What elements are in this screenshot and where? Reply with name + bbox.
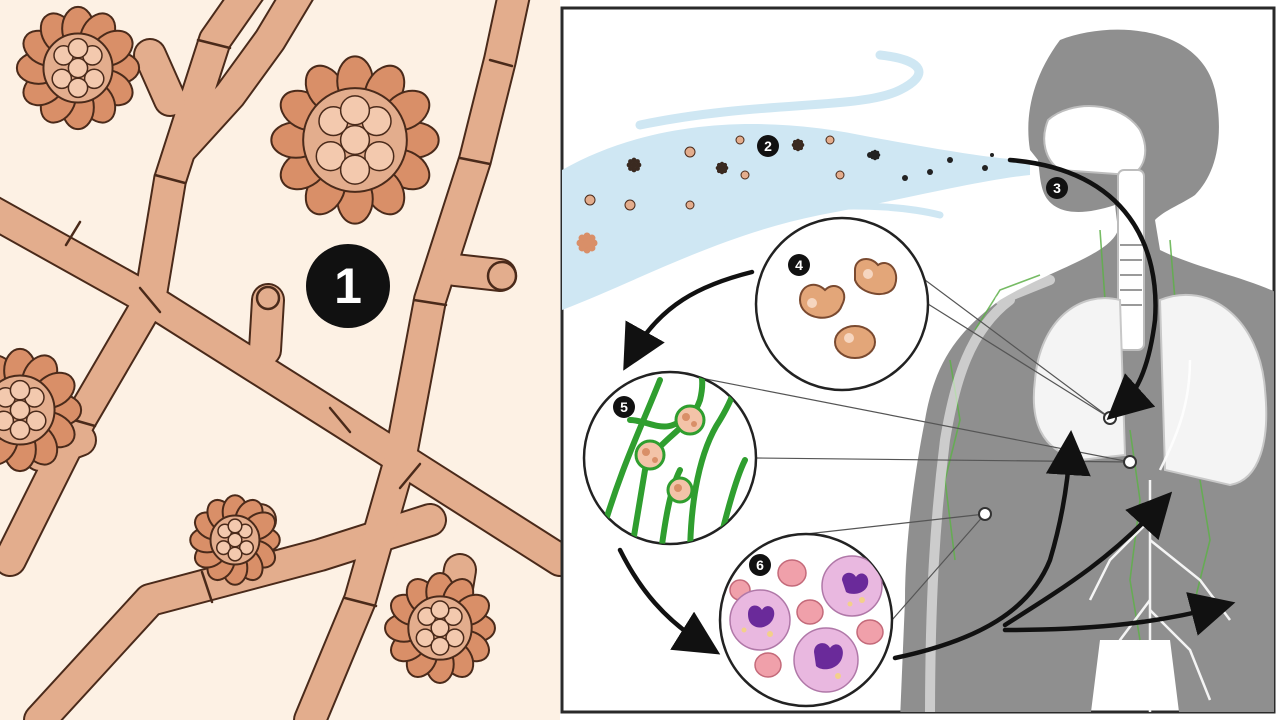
spore bbox=[740, 170, 750, 180]
spore bbox=[982, 165, 988, 171]
step-5-label: 5 bbox=[620, 399, 628, 415]
air-stream bbox=[562, 50, 1030, 310]
spore-cluster bbox=[715, 161, 729, 175]
spore bbox=[825, 135, 835, 145]
spread-arrow-trunk bbox=[1002, 491, 1173, 628]
step-3-marker: 3 bbox=[1046, 177, 1068, 199]
spore bbox=[624, 199, 636, 211]
spore-heads bbox=[0, 5, 496, 684]
alveolar-spores-inset: 4 bbox=[754, 216, 930, 392]
trachea-rings bbox=[1120, 244, 1142, 306]
spread-arrow-abdomen bbox=[1002, 592, 1236, 636]
arm-outline bbox=[925, 275, 1055, 712]
spore-head bbox=[270, 55, 440, 225]
spore-cluster bbox=[576, 232, 598, 254]
spore-cluster bbox=[869, 149, 881, 161]
spore-cluster bbox=[626, 157, 642, 173]
arrow-5-to-6 bbox=[617, 547, 721, 655]
spore bbox=[835, 170, 845, 180]
step-1-label: 1 bbox=[334, 258, 362, 314]
step-6-label: 6 bbox=[756, 557, 764, 573]
spore-head bbox=[189, 494, 281, 586]
infection-pathway-panel: 4 bbox=[560, 6, 1276, 714]
spore-head bbox=[384, 572, 496, 684]
spore bbox=[584, 194, 596, 206]
spore-head bbox=[0, 347, 83, 473]
airborne-spores bbox=[576, 135, 994, 254]
spore bbox=[947, 157, 953, 163]
spore bbox=[685, 200, 695, 210]
step-2-label: 2 bbox=[764, 138, 772, 154]
spore bbox=[684, 146, 696, 158]
spore bbox=[735, 135, 745, 145]
fungal-colony-panel: 1 bbox=[0, 0, 577, 725]
spore-cluster bbox=[791, 138, 805, 152]
spore bbox=[927, 169, 933, 175]
spore-head bbox=[15, 5, 141, 131]
spore bbox=[902, 175, 908, 181]
pathway-arrows bbox=[617, 157, 1236, 661]
lungs bbox=[1032, 294, 1268, 487]
spore bbox=[990, 153, 994, 157]
spread-arrow-lung bbox=[892, 430, 1091, 661]
inhalation-arrow bbox=[1007, 157, 1158, 421]
step-1-marker: 1 bbox=[306, 244, 390, 328]
step-3-label: 3 bbox=[1053, 180, 1061, 196]
immune-cells-inset: 6 bbox=[718, 532, 894, 708]
step-2-marker: 2 bbox=[757, 135, 779, 157]
step-4-label: 4 bbox=[795, 257, 803, 273]
arrow-4-to-5 bbox=[623, 269, 755, 371]
